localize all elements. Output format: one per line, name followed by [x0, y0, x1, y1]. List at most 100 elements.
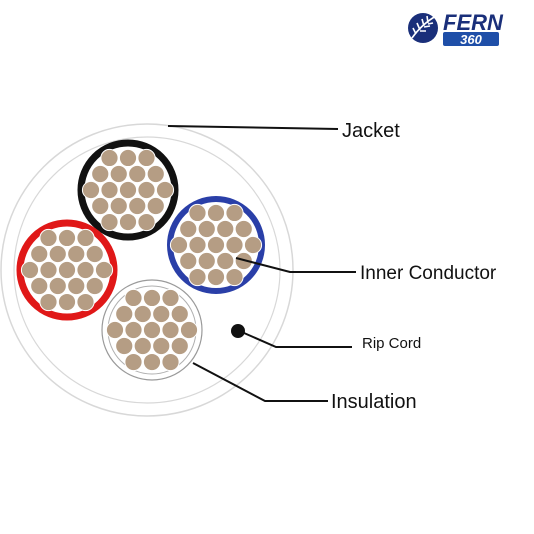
conductor-strand — [30, 244, 49, 264]
conductor-strand — [128, 164, 147, 184]
fern-leaf-icon — [411, 15, 437, 39]
blue-core — [167, 196, 265, 294]
white-core — [101, 279, 203, 381]
conductor-strand — [115, 304, 134, 324]
rip-cord-label: Rip Cord — [362, 335, 421, 352]
rip-cord-leader-line — [243, 332, 352, 348]
conductor-strand — [67, 276, 86, 296]
conductor-strand — [225, 267, 244, 287]
conductor-strand — [105, 320, 125, 340]
conductor-strand — [91, 164, 110, 184]
conductor-strand — [100, 212, 119, 232]
conductor-strand — [57, 228, 77, 248]
conductor-strand — [188, 203, 207, 223]
conductor-strand — [85, 276, 104, 296]
conductor-strand — [169, 235, 189, 255]
conductor-strand — [48, 244, 67, 264]
black-core — [77, 139, 179, 241]
conductor-strand — [155, 180, 175, 200]
conductor-strand — [206, 235, 226, 255]
fern360-logo: FERN 360 — [408, 10, 504, 47]
conductor-strand — [206, 267, 226, 287]
conductor-strand — [161, 320, 180, 340]
black-core-strands — [81, 148, 175, 232]
conductor-strand — [170, 336, 189, 356]
insulation-label: Insulation — [331, 391, 417, 413]
conductor-strand — [109, 196, 128, 216]
conductor-strand — [179, 320, 199, 340]
conductor-strand — [39, 260, 58, 280]
conductor-strand — [234, 219, 253, 239]
conductor-strand — [146, 164, 165, 184]
conductor-strand — [206, 203, 226, 223]
conductor-strand — [152, 336, 171, 356]
cores-group — [16, 139, 265, 381]
inner-conductor-leader-line — [235, 257, 356, 273]
white-core-strands — [105, 288, 199, 372]
conductor-strand — [137, 212, 156, 232]
conductor-strand — [100, 180, 119, 200]
rip-cord-dot — [231, 324, 245, 338]
conductor-strand — [109, 164, 128, 184]
logo-number-badge — [443, 32, 499, 46]
insulation-leader-line — [192, 362, 328, 402]
conductor-strand — [124, 320, 143, 340]
conductor-strand — [142, 352, 162, 372]
logo-word: FERN — [443, 10, 504, 35]
conductor-strand — [197, 219, 216, 239]
conductor-strand — [161, 352, 180, 372]
conductor-strand — [118, 180, 138, 200]
conductor-strand — [146, 196, 165, 216]
conductor-strand — [39, 228, 58, 248]
conductor-strand — [39, 292, 58, 312]
conductor-strand — [142, 320, 162, 340]
conductor-strand — [197, 251, 216, 271]
conductor-strand — [188, 267, 207, 287]
conductor-strand — [115, 336, 134, 356]
conductor-strand — [137, 148, 156, 168]
conductor-strand — [48, 276, 67, 296]
conductor-strand — [76, 292, 95, 312]
conductor-strand — [133, 304, 152, 324]
conductor-strand — [118, 212, 138, 232]
conductor-strand — [133, 336, 152, 356]
conductor-strand — [179, 219, 198, 239]
fern-emblem-icon — [408, 13, 438, 43]
jacket-label: Jacket — [342, 120, 400, 142]
red-core-strands — [20, 228, 114, 312]
logo-number: 360 — [460, 32, 482, 47]
conductor-strand — [57, 292, 77, 312]
conductor-strand — [170, 304, 189, 324]
conductor-strand — [137, 180, 156, 200]
blue-core-strands — [169, 203, 263, 287]
conductor-strand — [216, 219, 235, 239]
conductor-strand — [152, 304, 171, 324]
conductor-strand — [188, 235, 207, 255]
conductor-strand — [100, 148, 119, 168]
conductor-strand — [161, 288, 180, 308]
conductor-strand — [225, 235, 244, 255]
conductor-strand — [81, 180, 101, 200]
conductor-strand — [30, 276, 49, 296]
conductor-strand — [76, 228, 95, 248]
inner-conductor-label: Inner Conductor — [360, 263, 497, 284]
conductor-strand — [142, 288, 162, 308]
conductor-strand — [94, 260, 114, 280]
conductor-strand — [124, 352, 143, 372]
conductor-strand — [76, 260, 95, 280]
jacket-leader-line — [167, 125, 339, 130]
conductor-strand — [118, 148, 138, 168]
conductor-strand — [67, 244, 86, 264]
conductor-strand — [124, 288, 143, 308]
red-core — [16, 219, 118, 321]
conductor-strand — [216, 251, 235, 271]
conductor-strand — [225, 203, 244, 223]
conductor-strand — [57, 260, 77, 280]
conductor-strand — [91, 196, 110, 216]
conductor-strand — [128, 196, 147, 216]
conductor-strand — [243, 235, 263, 255]
conductor-strand — [179, 251, 198, 271]
conductor-strand — [20, 260, 40, 280]
conductor-strand — [85, 244, 104, 264]
